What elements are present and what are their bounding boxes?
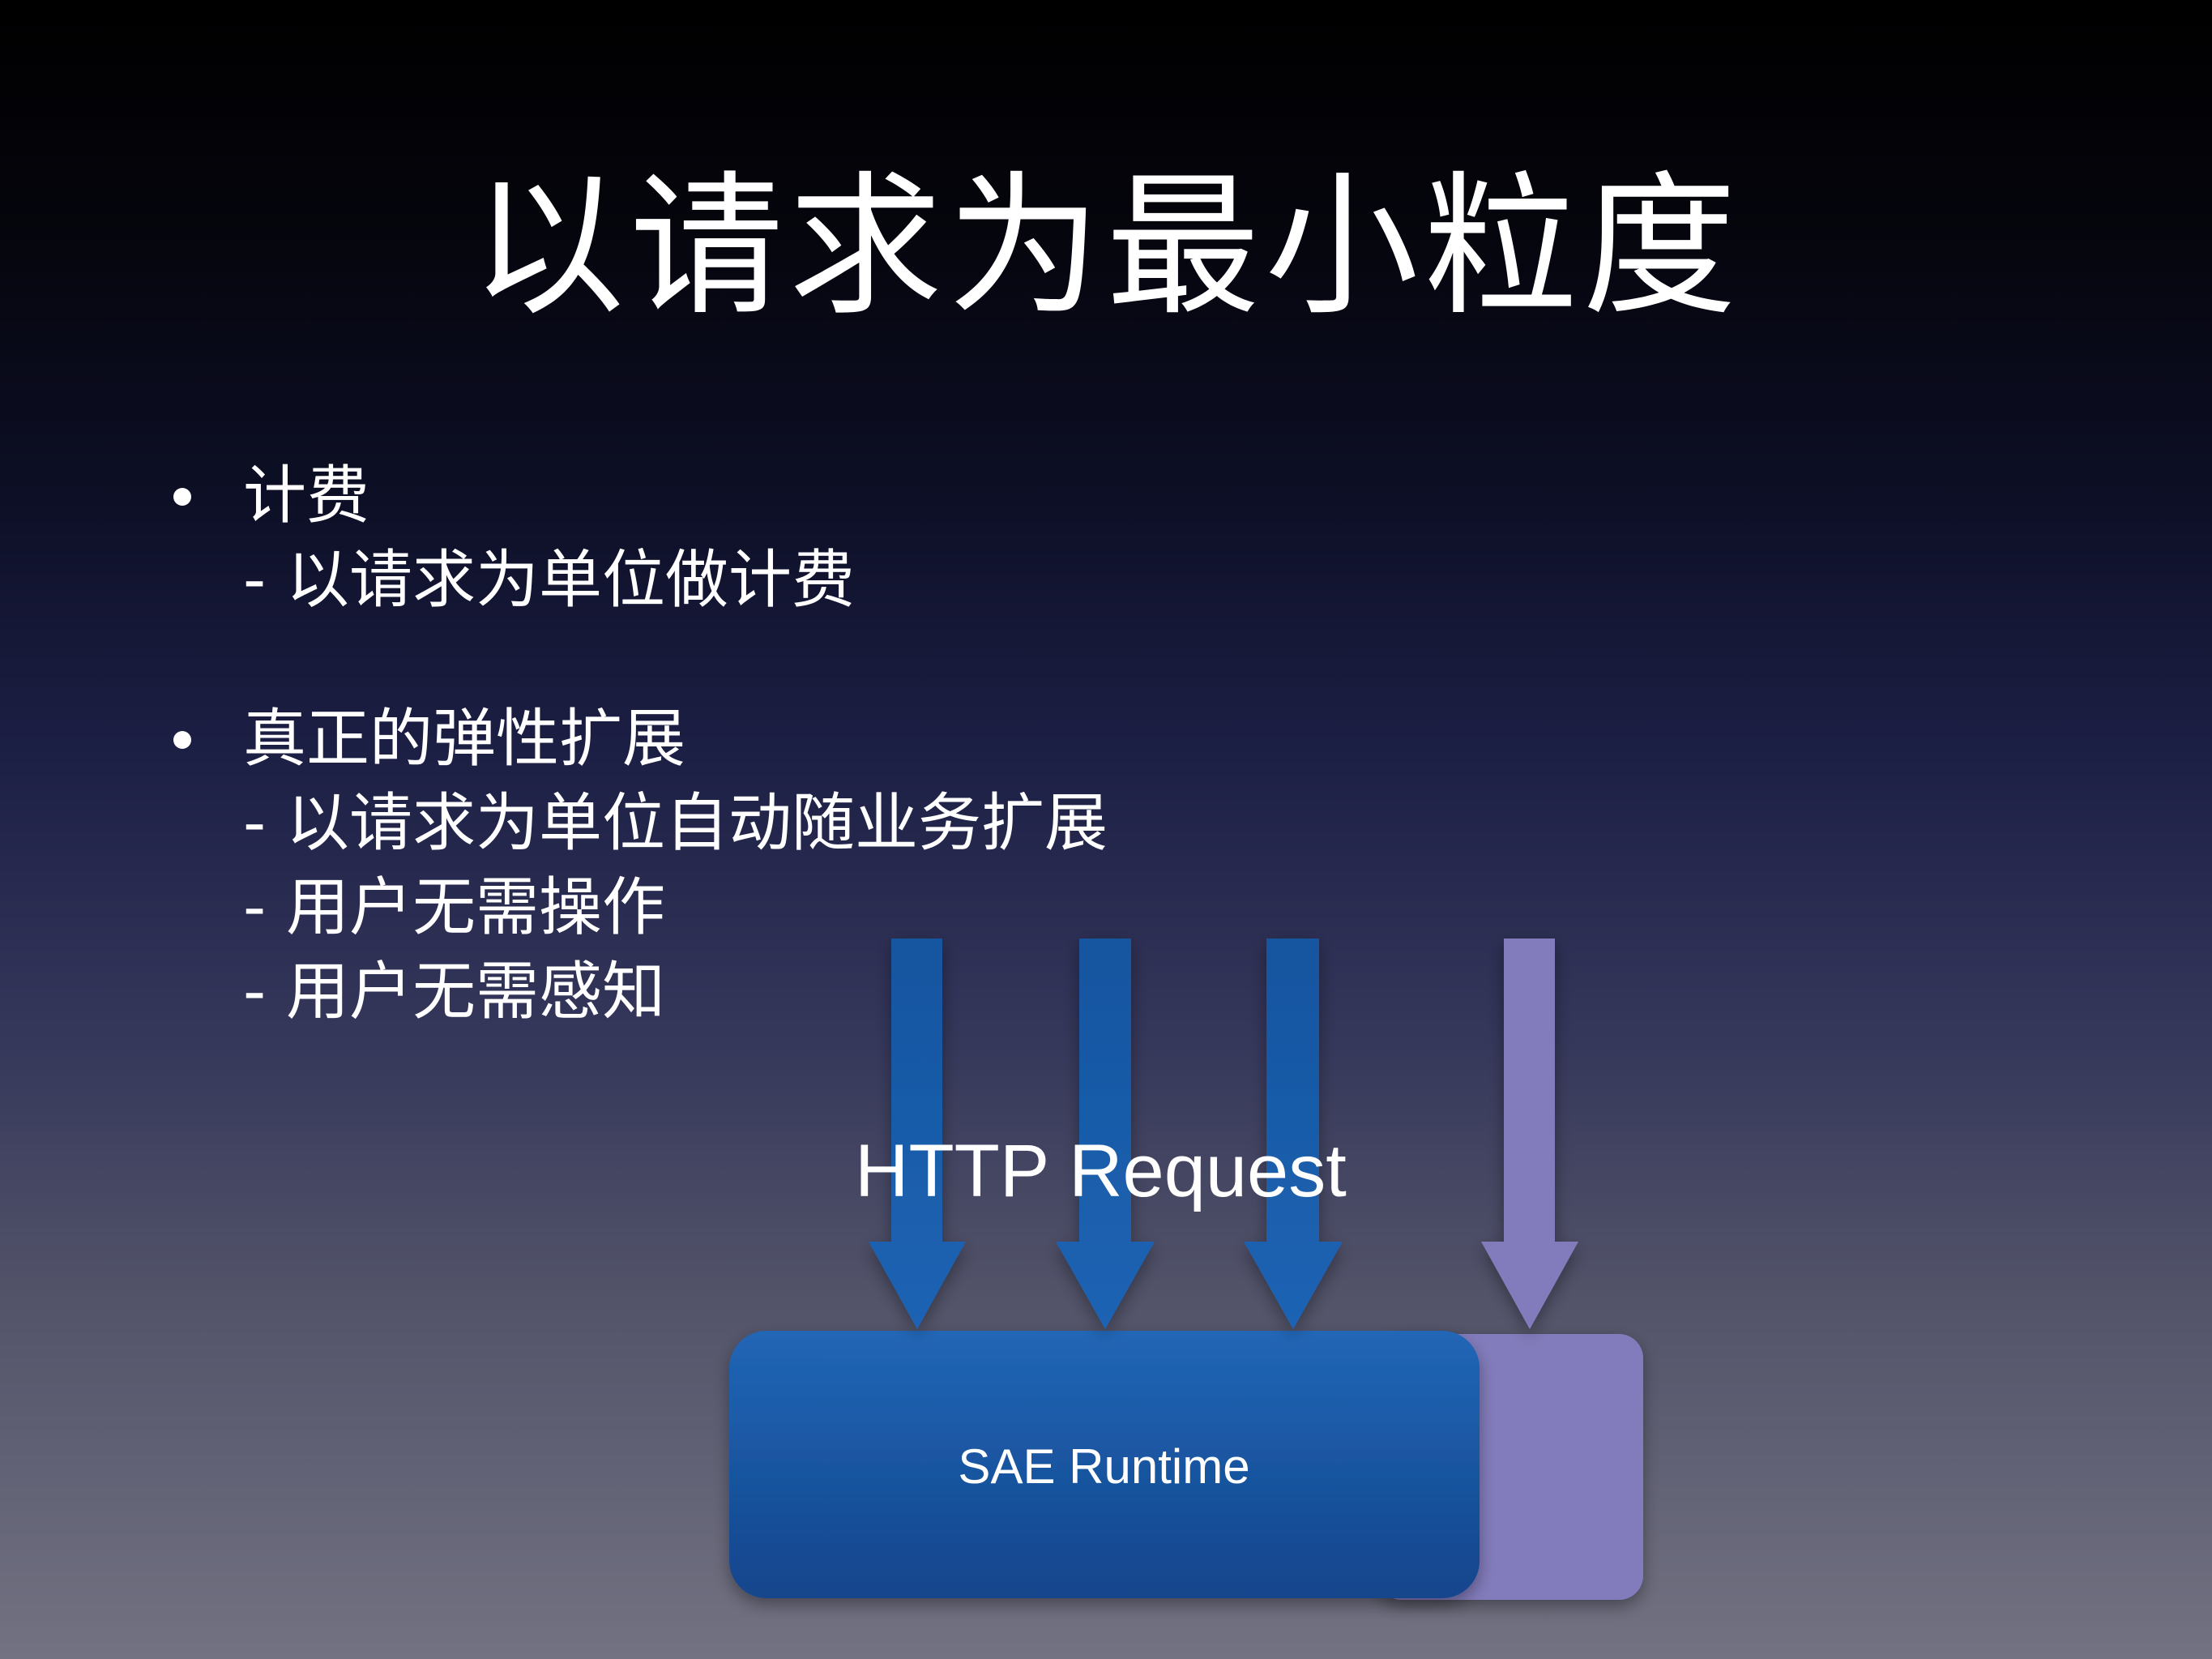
- request-arrow-down-icon: [1244, 939, 1343, 1329]
- request-arrow-down-icon: [869, 939, 966, 1329]
- bullet-dot-icon: [173, 731, 191, 749]
- sub-item: - 以请求为单位做计费: [243, 544, 855, 617]
- bullet-list: 计费 - 以请求为单位做计费 真正的弹性扩展 - 以请求为单位自动随业务扩展 -…: [170, 454, 1108, 1034]
- bullet-text: 真正的弹性扩展: [243, 703, 686, 776]
- sae-runtime-label: SAE Runtime: [958, 1439, 1250, 1494]
- bullet-dot-icon: [173, 488, 191, 506]
- sub-item: - 以请求为单位自动随业务扩展: [243, 787, 1108, 860]
- slide-title: 以请求为最小粒度: [470, 157, 1741, 336]
- sub-item: - 用户无需操作: [243, 871, 665, 944]
- scaled-request-arrow-down-icon: [1481, 939, 1578, 1329]
- bullet-item-elastic-scaling: 真正的弹性扩展: [170, 697, 1108, 781]
- sub-item: - 用户无需感知: [243, 956, 665, 1028]
- bullet-item-billing: 计费: [170, 454, 1108, 538]
- sae-runtime-box: [729, 1331, 1480, 1598]
- request-arrow-down-icon: [1056, 939, 1155, 1329]
- http-request-label: HTTP Request: [855, 1130, 1347, 1212]
- bullet-text: 计费: [243, 460, 370, 532]
